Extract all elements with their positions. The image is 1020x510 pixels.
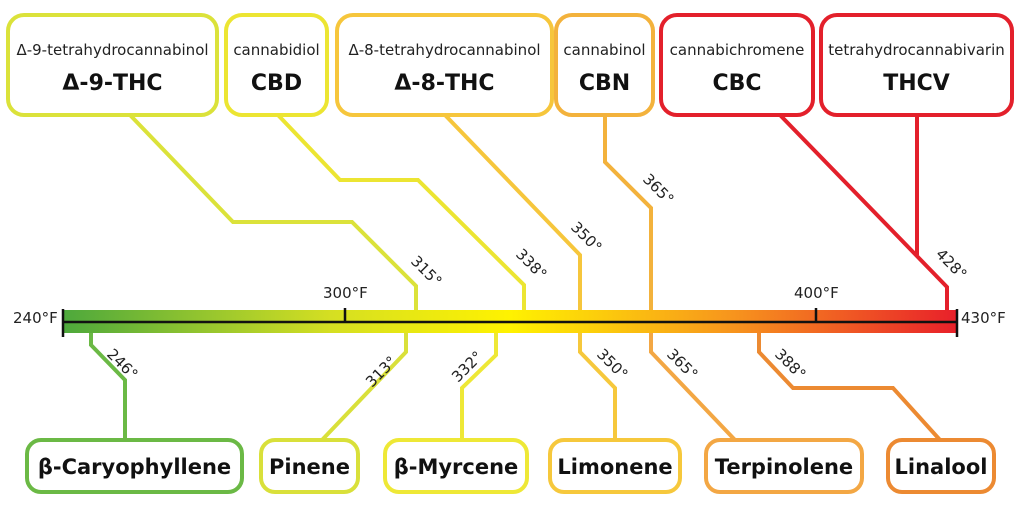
box-border [383, 438, 529, 494]
temp-label-terpinolene: 365° [663, 345, 701, 383]
terpene-name: Terpinolene [715, 455, 853, 479]
leader-line-cbc [778, 113, 949, 310]
scale-label-300: 300°F [323, 284, 368, 302]
terpene-name: β-Myrcene [394, 455, 519, 479]
box-border [548, 438, 682, 494]
terpene-box-caryophyllene: β-Caryophyllene [25, 438, 244, 494]
leader-line-caryophyllene [89, 332, 127, 440]
leader-line-terpinolene [649, 332, 737, 442]
cannabinoid-abbreviation: Δ-8-THC [394, 71, 494, 96]
cannabinoid-abbreviation: CBC [712, 71, 761, 96]
temp-label--8-thc: 350° [567, 218, 605, 256]
temp-label-myrcene: 332° [448, 348, 486, 386]
box-border [25, 438, 244, 494]
temp-label-limonene: 350° [593, 345, 631, 383]
leader-line-linalool [757, 332, 942, 442]
terpene-name: Limonene [557, 455, 672, 479]
scale-label-min: 240°F [13, 309, 58, 327]
box-border [704, 438, 864, 494]
temp-label-linalool: 388° [771, 345, 809, 383]
box-border [819, 13, 1014, 117]
terpene-name: Linalool [895, 455, 988, 479]
cannabinoid-full-name: cannabichromene [670, 41, 805, 59]
terpene-box-limonene: Limonene [548, 438, 682, 494]
cannabinoid-full-name: Δ-9-tetrahydrocannabinol [16, 41, 208, 59]
cannabinoid-full-name: cannabinol [563, 41, 645, 59]
scale-label-max: 430°F [961, 309, 1006, 327]
terpene-box-pinene: Pinene [259, 438, 360, 494]
leader-line--8-thc [443, 113, 582, 310]
box-border [259, 438, 360, 494]
box-border [659, 13, 815, 117]
cannabinoid-abbreviation: CBN [579, 71, 630, 96]
terpene-box-myrcene: β-Myrcene [383, 438, 529, 494]
leader-line-myrcene [460, 332, 498, 440]
terpene-name: β-Caryophyllene [38, 455, 231, 479]
box-border [554, 13, 655, 117]
leader-line--9-thc [128, 113, 418, 310]
cannabinoid-abbreviation: THCV [883, 71, 950, 96]
temp-label-pinene: 313° [362, 353, 400, 391]
terpene-box-linalool: Linalool [886, 438, 996, 494]
terpene-box-terpinolene: Terpinolene [704, 438, 864, 494]
cannabinoid-abbreviation: Δ-9-THC [62, 71, 162, 96]
leader-line-limonene [578, 332, 617, 440]
scale-label-400: 400°F [794, 284, 839, 302]
leader-line-pinene [320, 332, 408, 442]
cannabinoid-full-name: tetrahydrocannabivarin [828, 41, 1005, 59]
terpene-name: Pinene [269, 455, 350, 479]
leader-line-cbd [276, 113, 526, 310]
cannabinoid-full-name: Δ-8-tetrahydrocannabinol [348, 41, 540, 59]
temperature-scale: 240°F 300°F 400°F 430°F [13, 284, 1006, 337]
box-border [224, 13, 329, 117]
cannabinoid-abbreviation: CBD [251, 71, 302, 96]
box-border [335, 13, 554, 117]
box-border [6, 13, 219, 117]
cannabinoid-full-name: cannabidiol [233, 41, 319, 59]
box-border [886, 438, 996, 494]
leader-line-cbn [603, 115, 653, 310]
